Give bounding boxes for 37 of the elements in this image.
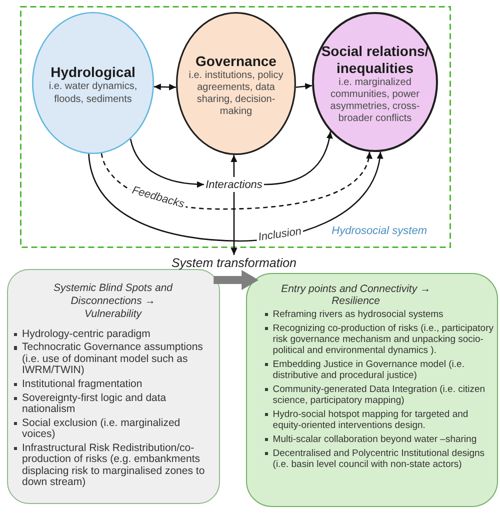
bullet-text: Technocratic Governance assumptions (i.e. use of dominant model such as IWRM/TWIN) <box>22 342 204 377</box>
bullet-text: Decentralised and Polycentric Institutional designs (i.e. basin level council with non-state actors) <box>272 448 486 470</box>
arrow <box>230 154 238 177</box>
block-arrow <box>214 272 259 289</box>
arrow <box>230 192 238 255</box>
bullet-text: Recognizing co-production of risks (i.e., participatory risk governance mechanism and unpacking socio-political and environmental dynamics ). <box>272 322 494 357</box>
circle-node <box>32 12 154 154</box>
circle-node <box>176 12 296 155</box>
bullet-text: Multi-scalar collaboration beyond water –sharing <box>272 434 477 446</box>
bullet-text: Hydrology-centric paradigm <box>22 328 150 340</box>
circle-heading: Hydrological <box>50 64 136 82</box>
bullet-text: Social exclusion (i.e. marginalized voices) <box>22 418 182 441</box>
rounded-panel <box>246 273 498 507</box>
double-arrow <box>154 84 176 90</box>
circle-heading: Governance <box>194 52 278 70</box>
bullet-text: Reframing rivers as hydrosocial systems <box>272 309 444 320</box>
panel-heading: Entry points and Connectivity → Resilience <box>280 282 431 308</box>
panel-heading: Systemic Blind Spots and Disconnections → Vulnerability <box>52 282 174 320</box>
rounded-panel <box>7 269 220 504</box>
arrow <box>296 83 312 90</box>
circle-description: i.e. marginalized communities, power asymmetries, cross-broader conflicts <box>329 76 421 126</box>
arrow <box>130 138 204 188</box>
circle-description: i.e. water dynamics, floods, sediments <box>48 81 138 106</box>
bullet-text: Infrastructural Risk Redistribution/co-production of risks (e.g. embankments displacing risk to marginalised zones to down stream) <box>22 442 206 489</box>
bullet-text: Community-generated Data Integration (i.e. citizen science, participatory mapping) <box>272 384 486 407</box>
circle-heading: Social relations/ inequalities <box>320 42 430 77</box>
bullet-text: Institutional fragmentation <box>22 378 142 390</box>
bullet-text: Hydro-social hotspot mapping for targeted and equity-oriented interventions design. <box>272 409 470 432</box>
arrow <box>264 131 333 186</box>
boundary-label: Hydrosocial system <box>332 225 427 238</box>
circle-node <box>312 12 438 152</box>
bullet-text: Sovereignty-first logic and data nationalism <box>22 392 168 416</box>
flow-label: Interactions <box>204 177 264 192</box>
flow-label: System transformation <box>170 255 298 271</box>
circle-description: i.e. institutions, policy agreements, data sharing, decision-making <box>188 70 284 118</box>
bullet-text: Embedding Justice in Governance model (i.e. distributive and procedural justice) <box>272 359 466 382</box>
dashed-boundary <box>20 6 451 248</box>
